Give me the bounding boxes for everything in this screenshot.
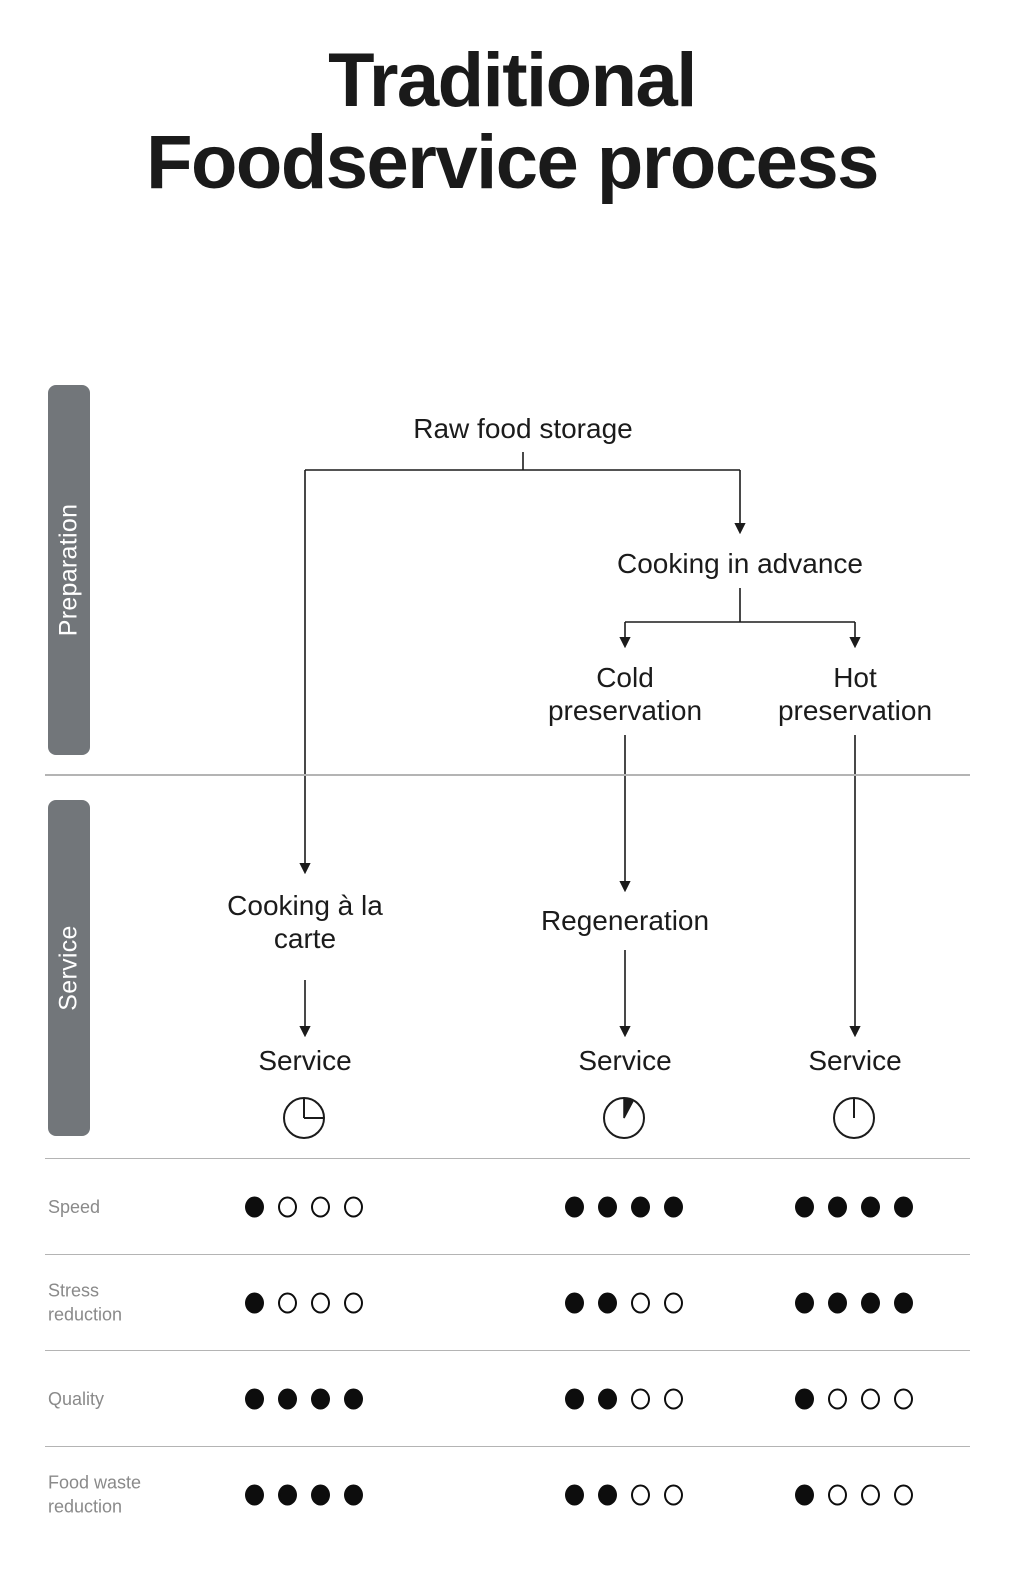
rating-label: Quality bbox=[48, 1388, 105, 1409]
rating-dot-filled bbox=[245, 1196, 264, 1217]
rating-dot-filled bbox=[795, 1292, 814, 1313]
rating-dot-filled bbox=[278, 1388, 297, 1409]
rating-dot-empty bbox=[828, 1484, 847, 1505]
rating-dots-col-3 bbox=[795, 1388, 913, 1409]
rating-dot-filled bbox=[278, 1484, 297, 1505]
rating-label: Food waste reduction bbox=[48, 1472, 142, 1517]
node-service-3: Service bbox=[808, 1045, 902, 1076]
rating-dot-filled bbox=[598, 1196, 617, 1217]
rating-dots-col-2 bbox=[565, 1388, 683, 1409]
rating-dot-filled bbox=[664, 1196, 683, 1217]
phase-label-service: Service bbox=[54, 925, 83, 1011]
rating-dot-filled bbox=[631, 1196, 650, 1217]
rating-dots-col-2 bbox=[565, 1292, 683, 1313]
rating-dot-filled bbox=[344, 1388, 363, 1409]
rating-dot-filled bbox=[565, 1196, 584, 1217]
rating-dot-empty bbox=[344, 1292, 363, 1313]
node-cooking-a-la-carte: Cooking à la carte bbox=[227, 890, 383, 954]
rating-dots-col-1 bbox=[245, 1484, 363, 1505]
rating-dot-filled bbox=[894, 1196, 913, 1217]
rating-dot-filled bbox=[565, 1484, 584, 1505]
clock-sliver-icon bbox=[603, 1097, 645, 1139]
rating-dot-empty bbox=[894, 1388, 913, 1409]
rating-dot-filled bbox=[828, 1292, 847, 1313]
rating-dot-filled bbox=[245, 1292, 264, 1313]
rating-dot-empty bbox=[861, 1484, 880, 1505]
rating-dots-col-2 bbox=[565, 1196, 683, 1217]
rating-dots-col-3 bbox=[795, 1484, 913, 1505]
rating-dot-filled bbox=[565, 1292, 584, 1313]
page-title: Traditional Foodservice process bbox=[146, 38, 879, 206]
clock-quarter-icon bbox=[283, 1097, 325, 1139]
rating-dot-filled bbox=[598, 1292, 617, 1313]
rating-dot-empty bbox=[631, 1292, 650, 1313]
rating-dots-col-3 bbox=[795, 1292, 913, 1313]
table-rule bbox=[45, 1446, 970, 1447]
rating-label: Stress reduction bbox=[48, 1280, 123, 1325]
rating-dot-empty bbox=[278, 1292, 297, 1313]
rating-dot-empty bbox=[894, 1484, 913, 1505]
rating-dot-filled bbox=[565, 1388, 584, 1409]
rating-dot-empty bbox=[311, 1292, 330, 1313]
rating-dot-empty bbox=[664, 1292, 683, 1313]
ratings-table: Speed Stress reduction Quality Food wast… bbox=[45, 1158, 970, 1542]
rating-dot-empty bbox=[344, 1196, 363, 1217]
rating-dot-empty bbox=[828, 1388, 847, 1409]
node-service-2: Service bbox=[578, 1045, 672, 1076]
rating-dot-filled bbox=[311, 1388, 330, 1409]
rating-dots-col-1 bbox=[245, 1196, 363, 1217]
rating-dot-filled bbox=[311, 1484, 330, 1505]
clock-zero-icon bbox=[833, 1097, 875, 1139]
node-hot-preservation: Hot preservation bbox=[777, 662, 933, 726]
table-row: Stress reduction bbox=[45, 1255, 970, 1350]
rating-dot-filled bbox=[861, 1292, 880, 1313]
rating-dot-empty bbox=[311, 1196, 330, 1217]
node-raw-food-storage: Raw food storage bbox=[413, 413, 633, 444]
rating-dot-empty bbox=[664, 1388, 683, 1409]
node-service-1: Service bbox=[258, 1045, 352, 1076]
table-rule bbox=[45, 1350, 970, 1351]
table-row: Speed bbox=[45, 1159, 970, 1254]
table-rule bbox=[45, 1254, 970, 1255]
phase-bar-service: Service bbox=[48, 800, 90, 1136]
rating-dot-filled bbox=[598, 1484, 617, 1505]
rating-dot-empty bbox=[631, 1484, 650, 1505]
rating-dots-col-2 bbox=[565, 1484, 683, 1505]
rating-dot-filled bbox=[598, 1388, 617, 1409]
rating-dot-filled bbox=[894, 1292, 913, 1313]
rating-dot-filled bbox=[245, 1388, 264, 1409]
table-row: Food waste reduction bbox=[45, 1447, 970, 1542]
rating-dot-filled bbox=[245, 1484, 264, 1505]
node-cold-preservation: Cold preservation bbox=[547, 662, 703, 726]
rating-label: Speed bbox=[48, 1196, 101, 1217]
table-rule bbox=[45, 1158, 970, 1159]
node-regeneration: Regeneration bbox=[540, 905, 710, 936]
rating-dot-filled bbox=[795, 1388, 814, 1409]
rating-dot-filled bbox=[828, 1196, 847, 1217]
rating-dot-filled bbox=[795, 1484, 814, 1505]
node-cooking-in-advance: Cooking in advance bbox=[617, 548, 863, 579]
rating-dot-empty bbox=[861, 1388, 880, 1409]
rating-dot-filled bbox=[795, 1196, 814, 1217]
phase-label-preparation: Preparation bbox=[54, 503, 83, 637]
phase-bar-preparation: Preparation bbox=[48, 385, 90, 755]
table-row: Quality bbox=[45, 1351, 970, 1446]
rating-dot-empty bbox=[664, 1484, 683, 1505]
rating-dot-filled bbox=[344, 1484, 363, 1505]
rating-dot-filled bbox=[861, 1196, 880, 1217]
rating-dot-empty bbox=[278, 1196, 297, 1217]
rating-dot-empty bbox=[631, 1388, 650, 1409]
rating-dots-col-1 bbox=[245, 1388, 363, 1409]
rating-dots-col-1 bbox=[245, 1292, 363, 1313]
rating-dots-col-3 bbox=[795, 1196, 913, 1217]
